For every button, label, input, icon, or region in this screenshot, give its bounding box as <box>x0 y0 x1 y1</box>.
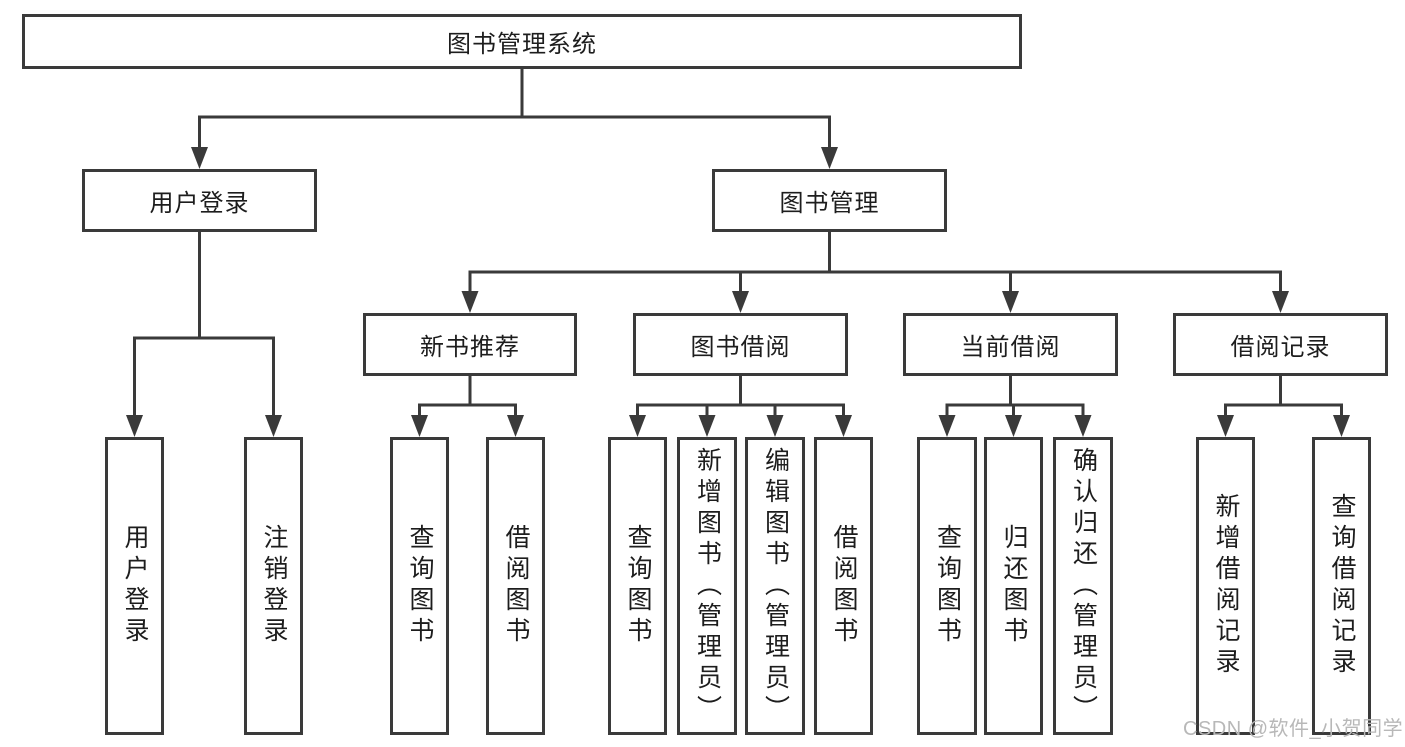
csdn-watermark: CSDN @软件_小贺同学 <box>1183 718 1404 740</box>
current-borrow-label: 当前借阅 <box>960 334 1061 361</box>
current-borrow-box: 当前借阅 <box>903 313 1118 376</box>
borrow-record-box: 借阅记录 <box>1173 313 1388 376</box>
leaf-logout: 注销登录 <box>244 437 303 735</box>
book-management-box: 图书管理 <box>712 169 947 232</box>
leaf-add-book-admin: 新增图书（管理员） <box>677 437 737 735</box>
leaf-query-books-recommend: 查询图书 <box>390 437 449 735</box>
root-label: 图书管理系统 <box>447 31 597 58</box>
leaf-edit-book-admin: 编辑图书（管理员） <box>745 437 805 735</box>
book-management-label: 图书管理 <box>779 190 880 217</box>
leaf-borrow-books-2: 借阅图书 <box>814 437 873 735</box>
leaf-query-borrow-record: 查询借阅记录 <box>1312 437 1371 735</box>
user-login-label: 用户登录 <box>149 190 250 217</box>
leaf-add-borrow-record: 新增借阅记录 <box>1196 437 1255 735</box>
leaf-borrow-books-recommend: 借阅图书 <box>486 437 545 735</box>
leaf-query-books-current: 查询图书 <box>917 437 977 735</box>
book-borrow-box: 图书借阅 <box>633 313 848 376</box>
leaf-user-login: 用户登录 <box>105 437 164 735</box>
new-book-recommend-label: 新书推荐 <box>420 334 520 361</box>
user-login-box: 用户登录 <box>82 169 317 232</box>
borrow-record-label: 借阅记录 <box>1230 334 1331 361</box>
root-box: 图书管理系统 <box>22 14 1022 69</box>
new-book-recommend-box: 新书推荐 <box>363 313 577 376</box>
book-borrow-label: 图书借阅 <box>690 334 791 361</box>
leaf-return-book: 归还图书 <box>984 437 1043 735</box>
leaf-query-books-borrow: 查询图书 <box>608 437 667 735</box>
leaf-confirm-return-admin: 确认归还（管理员） <box>1053 437 1113 735</box>
